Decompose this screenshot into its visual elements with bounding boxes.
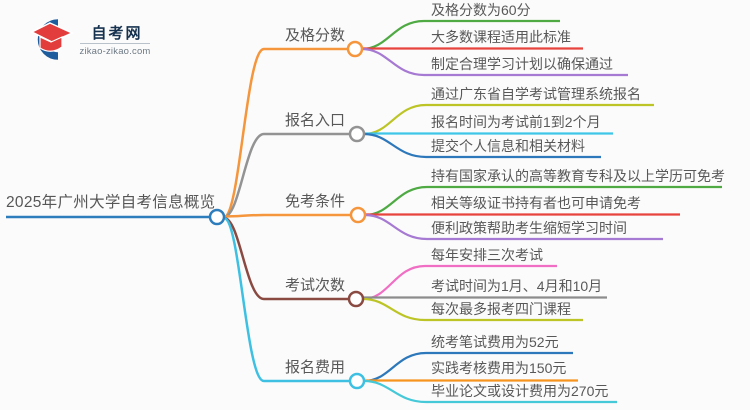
branch-node-circle[interactable] [349,206,367,224]
branch-line [223,47,347,219]
leaf-topic[interactable]: 每次最多报考四门课程 [431,301,571,317]
leaf-topic[interactable]: 及格分数为60分 [431,2,531,18]
leaf-topic[interactable]: 制定合理学习计划以确保通过 [431,56,613,72]
leaf-topic[interactable]: 毕业论文或设计费用为270元 [431,383,609,399]
branch-node-circle[interactable] [348,372,366,390]
branch-line [223,132,349,219]
branch-topic-exam-frequency[interactable]: 考试次数 [284,277,345,294]
site-logo[interactable]: 自考网 zikao-zikao.com [28,13,150,65]
branch-topic-passing-score[interactable]: 及格分数 [284,27,345,44]
branch-topic-exemption-conditions[interactable]: 免考条件 [284,193,345,210]
logo-title: 自考网 [91,25,143,42]
root-node-circle[interactable] [208,208,226,226]
leaf-topic[interactable]: 通过广东省自学考试管理系统报名 [431,86,641,102]
sub-line [363,379,617,404]
logo-divider [80,43,150,44]
leaf-topic[interactable]: 相关等级证书持有者也可申请免考 [431,195,641,211]
sub-line [362,297,583,322]
leaf-topic[interactable]: 提交个人信息和相关材料 [431,138,585,154]
sub-line [364,213,663,241]
leaf-topic[interactable]: 报名时间为考试前1到2个月 [431,114,601,130]
logo-domain: zikao-zikao.com [79,46,151,57]
root-topic[interactable]: 2025年广州大学自考信息概览 [6,194,216,211]
branch-topic-registration-entry[interactable]: 报名入口 [284,112,345,129]
graduation-cap-icon [30,19,74,60]
leaf-topic[interactable]: 实践考核费用为150元 [431,360,567,376]
branch-topic-registration-fees[interactable]: 报名费用 [284,359,345,376]
branch-node-circle[interactable] [347,290,365,308]
branch-line [223,213,350,218]
leaf-topic[interactable]: 每年安排三次考试 [431,247,543,263]
branch-node-circle[interactable] [348,125,366,143]
branch-line [223,216,348,301]
branch-line [223,216,349,383]
leaf-topic[interactable]: 便利政策帮助考生缩短学习时间 [431,220,627,236]
leaf-topic[interactable]: 统考笔试费用为52元 [431,334,559,350]
leaf-topic[interactable]: 大多数课程适用此标准 [431,29,571,45]
branch-node-circle[interactable] [346,40,364,58]
sub-line [363,132,601,159]
leaf-topic[interactable]: 持有国家承认的高等教育专科及以上学历可免考 [431,168,725,184]
sub-line [361,47,628,77]
leaf-topic[interactable]: 考试时间为1月、4月和10月 [431,278,603,294]
